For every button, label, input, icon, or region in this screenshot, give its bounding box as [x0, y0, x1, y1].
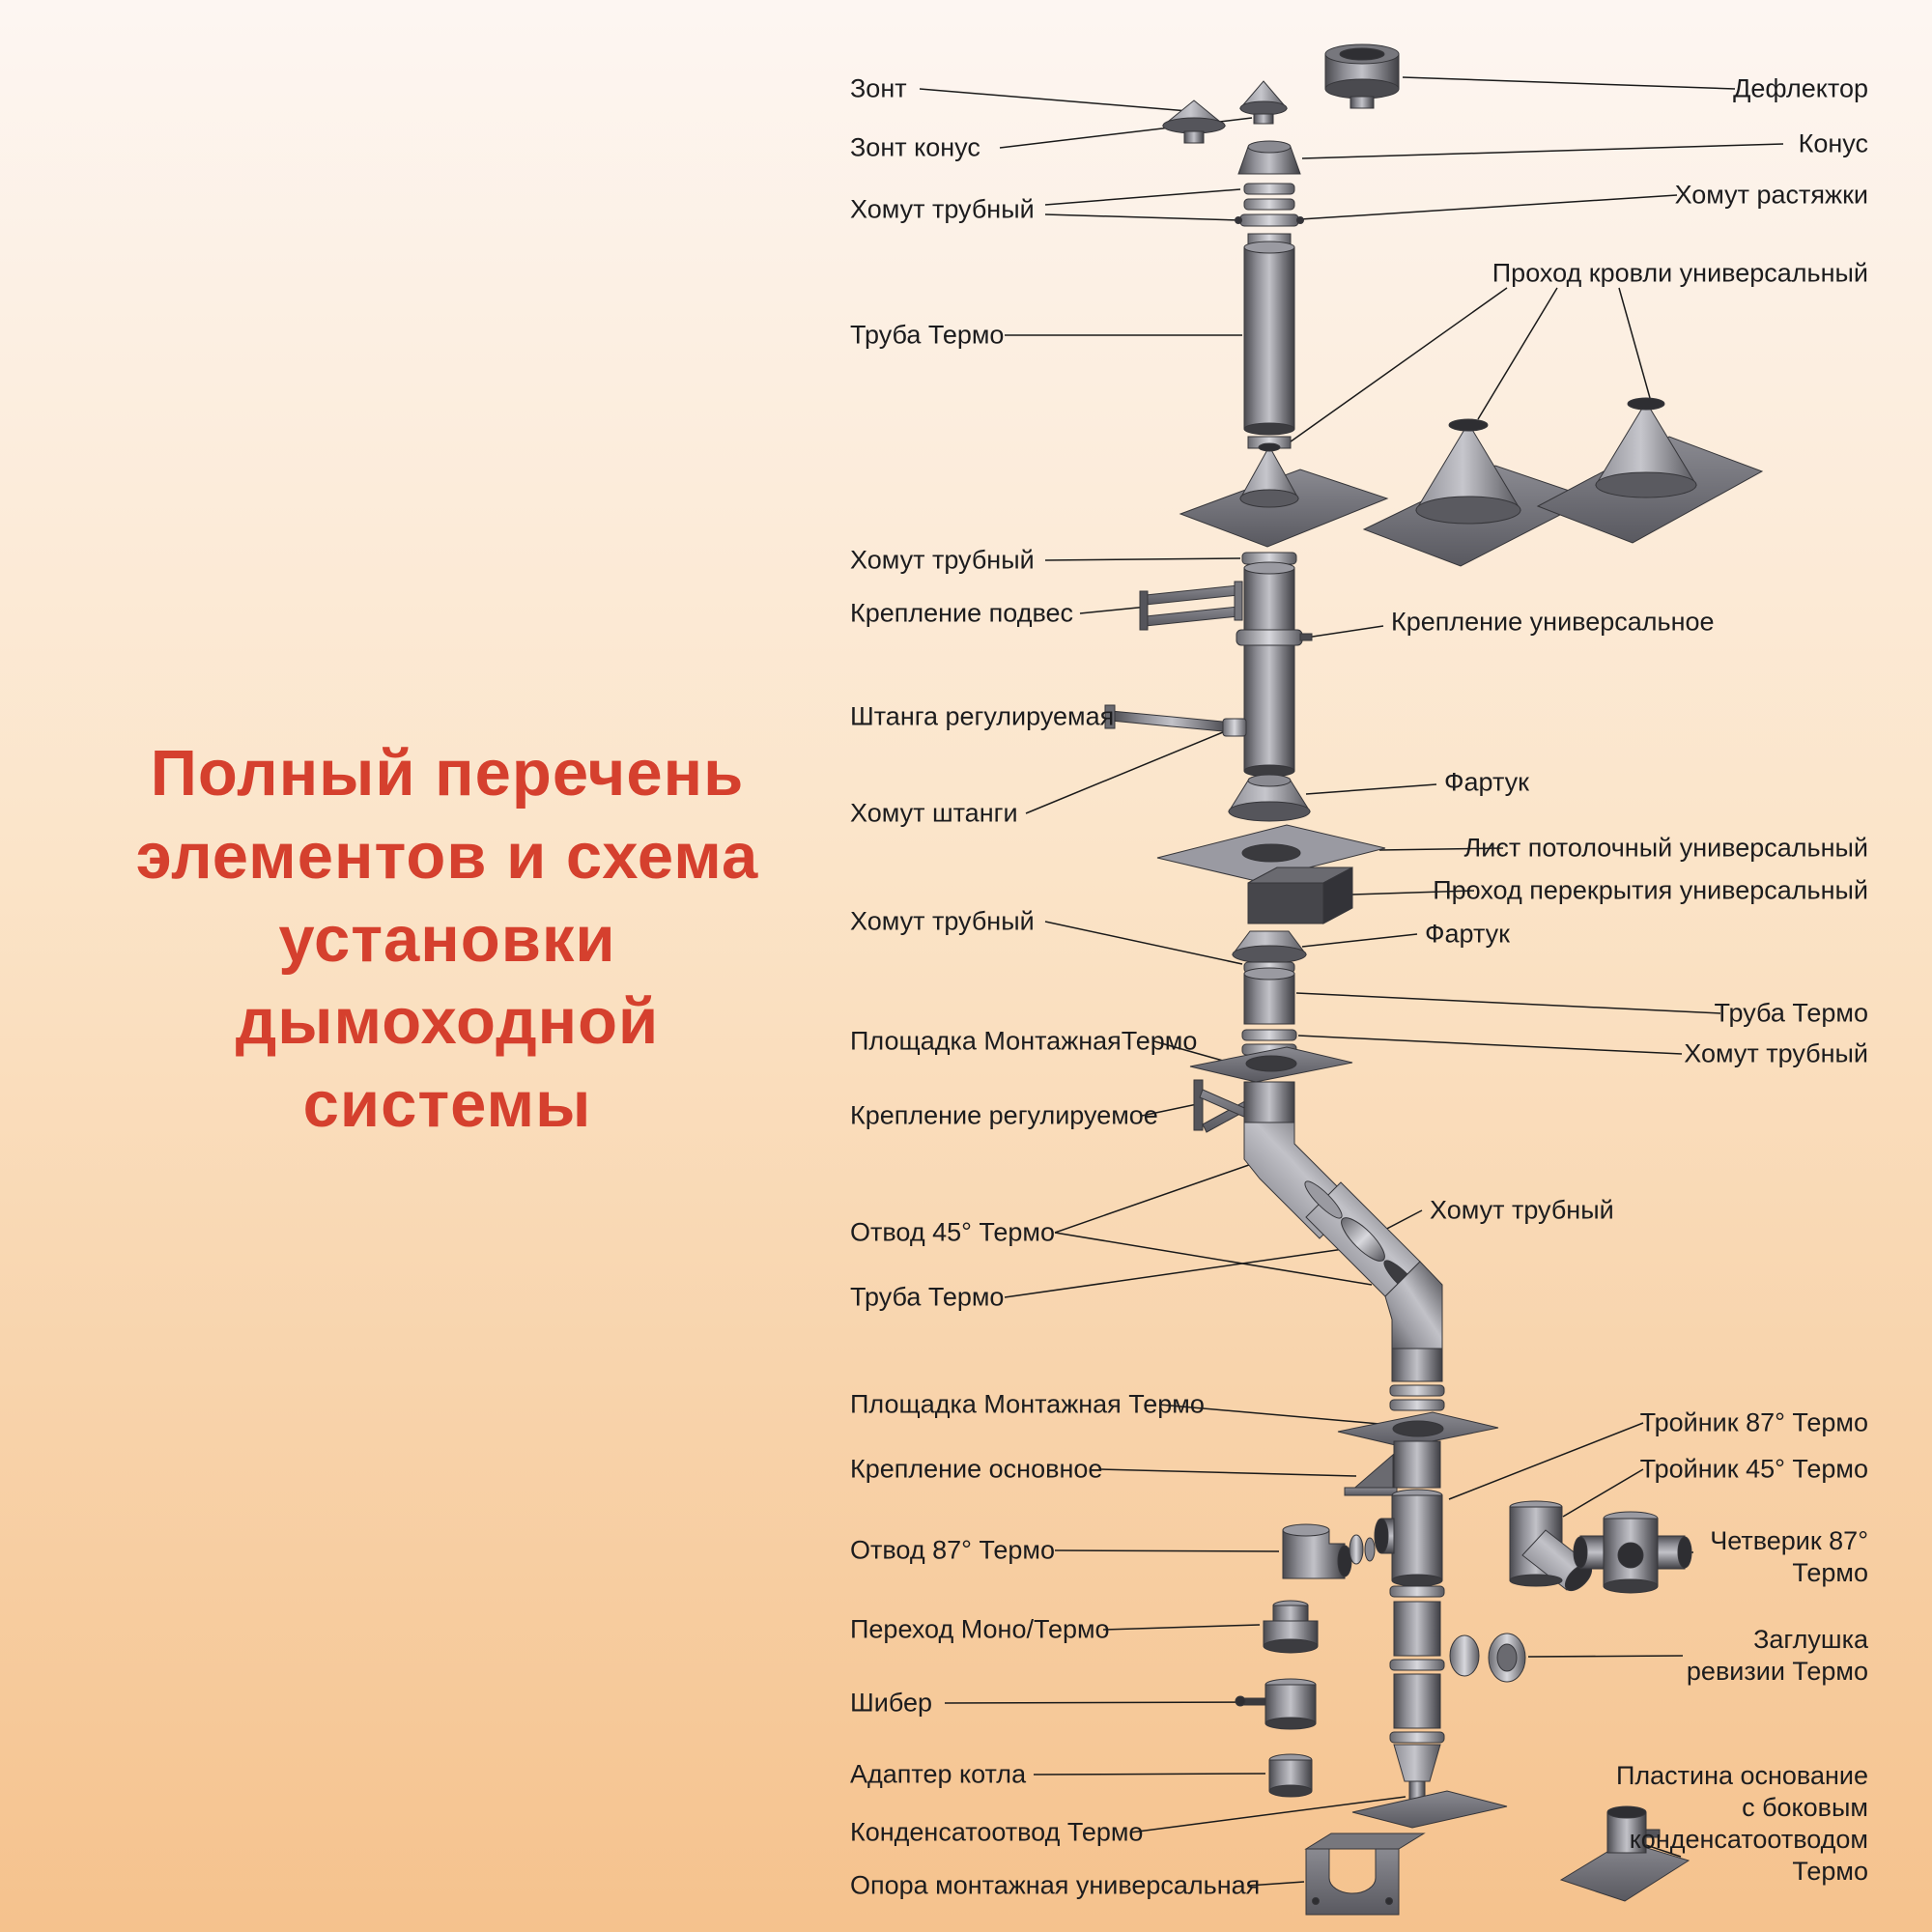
label-kreplenie-podves: Крепление подвес — [850, 598, 1074, 628]
label-homut-trubny-1: Хомут трубный — [850, 194, 1035, 224]
pipe-section-part-3 — [1243, 1081, 1295, 1123]
fartuk-part-2 — [1232, 930, 1307, 964]
label-konus: Конус — [1798, 128, 1868, 158]
homut-trubny-part-4 — [1241, 1029, 1297, 1041]
troinik-87-part — [1374, 1489, 1443, 1587]
pipe-section-part-7 — [1393, 1673, 1441, 1729]
title-line: дымоходной — [235, 985, 660, 1059]
label-zont-konus: Зонт конус — [850, 132, 980, 162]
prohod-krovli-part — [1179, 442, 1389, 548]
homut-trubny-part-6 — [1389, 1384, 1445, 1397]
label-prohod-krovli: Проход кровли универсальный — [1492, 258, 1868, 288]
homut-trubny-part-10 — [1389, 1731, 1445, 1744]
title-line: Полный перечень — [150, 737, 745, 810]
label-homut-trubny-5: Хомут трубный — [1430, 1195, 1614, 1225]
label-homut-trubny-4: Хомут трубный — [1684, 1038, 1868, 1068]
label-ploshchadka-montazhnaya-2: Площадка Монтажная Термо — [850, 1389, 1205, 1419]
label-kreplenie-universalnoe: Крепление универсальное — [1391, 607, 1715, 637]
label-homut-rastyazhki: Хомут растяжки — [1674, 180, 1868, 210]
pipe-section-part — [1243, 561, 1295, 637]
label-otvod-45: Отвод 45° Термо — [850, 1217, 1056, 1247]
label-adapter-kotla: Адаптер котла — [850, 1759, 1027, 1789]
troinik-45-part — [1509, 1500, 1593, 1592]
truba-termo-part — [1243, 233, 1295, 449]
label-opora-montazhnaya: Опора монтажная универсальная — [850, 1870, 1261, 1900]
konus-part — [1237, 140, 1301, 175]
label-list-potolochny: Лист потолочный универсальный — [1463, 833, 1868, 863]
plastina-osnovanie-part — [1559, 1805, 1690, 1902]
pipe-section-part-4 — [1391, 1348, 1443, 1382]
homut-trubny-part-9 — [1389, 1659, 1445, 1671]
kreplenie-osnovnoe-part — [1344, 1453, 1398, 1496]
homut-trubny-tilted-part — [1341, 1217, 1385, 1262]
label-shiber: Шибер — [850, 1688, 933, 1718]
zont-konus-part — [1238, 80, 1289, 125]
homut-rastyazhki-part — [1235, 213, 1304, 227]
label-otvod-87: Отвод 87° Термо — [850, 1535, 1056, 1565]
homut-trubny-top-part — [1243, 183, 1295, 211]
label-truba-termo-1: Труба Термо — [850, 320, 1005, 350]
kreplenie-podves-part — [1139, 581, 1243, 631]
prohod-krovli-part-2 — [1362, 418, 1594, 567]
label-ploshchadka-montazhnaya-1: Площадка МонтажнаяТермо — [850, 1026, 1198, 1056]
title-line: системы — [302, 1068, 592, 1141]
homut-trubny-part-7 — [1389, 1399, 1445, 1411]
label-kreplenie-reguliruemoe: Крепление регулируемое — [850, 1100, 1158, 1130]
ploshchadka-montazhnaya-part — [1189, 1046, 1353, 1083]
prohod-perekrytiya-part — [1247, 867, 1353, 924]
label-kondensatootvod: Конденсатоотвод Термо — [850, 1817, 1144, 1847]
shiber-part — [1235, 1678, 1317, 1730]
kondensatootvod-part — [1393, 1744, 1441, 1802]
label-chetverik-87: Четверик 87° Термо — [1710, 1526, 1868, 1587]
chetverik-87-part — [1573, 1511, 1692, 1594]
flange-disc-part — [1349, 1534, 1364, 1565]
zont-part — [1161, 99, 1227, 144]
label-plastina-osnovanie: Пластина основание с боковым конденсатоо… — [1615, 1761, 1868, 1886]
shtanga-reguliruemaya-part — [1104, 704, 1234, 733]
label-perehod-mono-termo: Переход Моно/Термо — [850, 1614, 1110, 1644]
title-line: установки — [278, 902, 616, 976]
label-deflektor: Дефлектор — [1733, 73, 1868, 103]
zaglushka-revizii-part — [1449, 1633, 1526, 1683]
label-troinik-45: Тройник 45° Термо — [1639, 1454, 1868, 1484]
homut-shtangi-part — [1222, 718, 1247, 737]
flange-disc-part-2 — [1364, 1537, 1376, 1562]
opora-montazhnaya-part — [1304, 1833, 1426, 1916]
pipe-section-part-6 — [1393, 1601, 1441, 1657]
page-title: Полный перечень элементов и схема устано… — [85, 732, 810, 1147]
label-truba-termo-2: Труба Термо — [850, 1282, 1005, 1312]
base-plate-part — [1351, 1790, 1508, 1829]
label-homut-shtangi: Хомут штанги — [850, 798, 1018, 828]
adapter-kotla-part — [1268, 1753, 1313, 1798]
leader-lines — [919, 76, 1784, 1887]
label-homut-trubny-3: Хомут трубный — [850, 906, 1035, 936]
pipe-section-part-2 — [1243, 644, 1295, 778]
title-line: элементов и схема — [135, 819, 759, 893]
fartuk-part — [1228, 774, 1311, 822]
ploshchadka-montazhnaya-part-2 — [1337, 1411, 1499, 1448]
label-zaglushka-revizii: Заглушка ревизии Термо — [1686, 1625, 1868, 1686]
otvod-87-part — [1282, 1523, 1352, 1579]
label-troinik-87: Тройник 87° Термо — [1639, 1407, 1868, 1437]
label-zont: Зонт — [850, 73, 907, 103]
homut-trubny-part-8 — [1389, 1585, 1445, 1598]
label-fartuk-1: Фартук — [1444, 767, 1529, 797]
label-fartuk-2: Фартук — [1425, 919, 1510, 949]
prohod-krovli-part-3 — [1536, 397, 1764, 544]
label-truba-termo-3: Труба Термо — [1714, 998, 1868, 1028]
label-prohod-perekrytiya: Проход перекрытия универсальный — [1433, 875, 1868, 905]
truba-termo-part-2 — [1243, 967, 1295, 1025]
list-potolochny-part — [1156, 824, 1386, 882]
label-kreplenie-osnovnoe: Крепление основное — [850, 1454, 1103, 1484]
label-shtanga-reguliruemaya: Штанга регулируемая — [850, 701, 1115, 731]
kreplenie-universalnoe-part — [1236, 629, 1313, 646]
label-homut-trubny-2: Хомут трубный — [850, 545, 1035, 575]
pipe-section-part-5 — [1393, 1440, 1441, 1489]
perehod-mono-termo-part — [1263, 1600, 1319, 1654]
deflector-part — [1324, 43, 1400, 109]
